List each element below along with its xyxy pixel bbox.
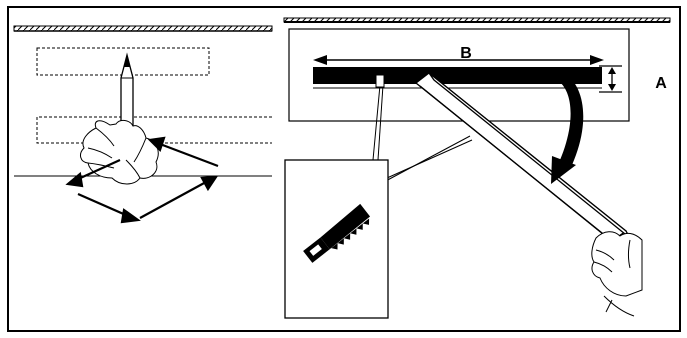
- slot-bar: [313, 67, 602, 84]
- dimension-b-arrow: [313, 55, 604, 65]
- saw-icon: [303, 203, 371, 263]
- hand-icon: [591, 231, 643, 317]
- pointer-marker: [375, 74, 385, 88]
- callout-lines: [372, 84, 473, 184]
- movement-arrows: [65, 136, 219, 224]
- curved-arrow-icon: [551, 72, 584, 184]
- left-panel: [13, 25, 273, 224]
- right-panel: B A: [283, 17, 671, 319]
- label-b: B: [460, 45, 472, 62]
- dashed-outline-middle: [36, 116, 272, 144]
- dimension-a-arrow: [599, 65, 622, 93]
- label-a: A: [655, 75, 667, 92]
